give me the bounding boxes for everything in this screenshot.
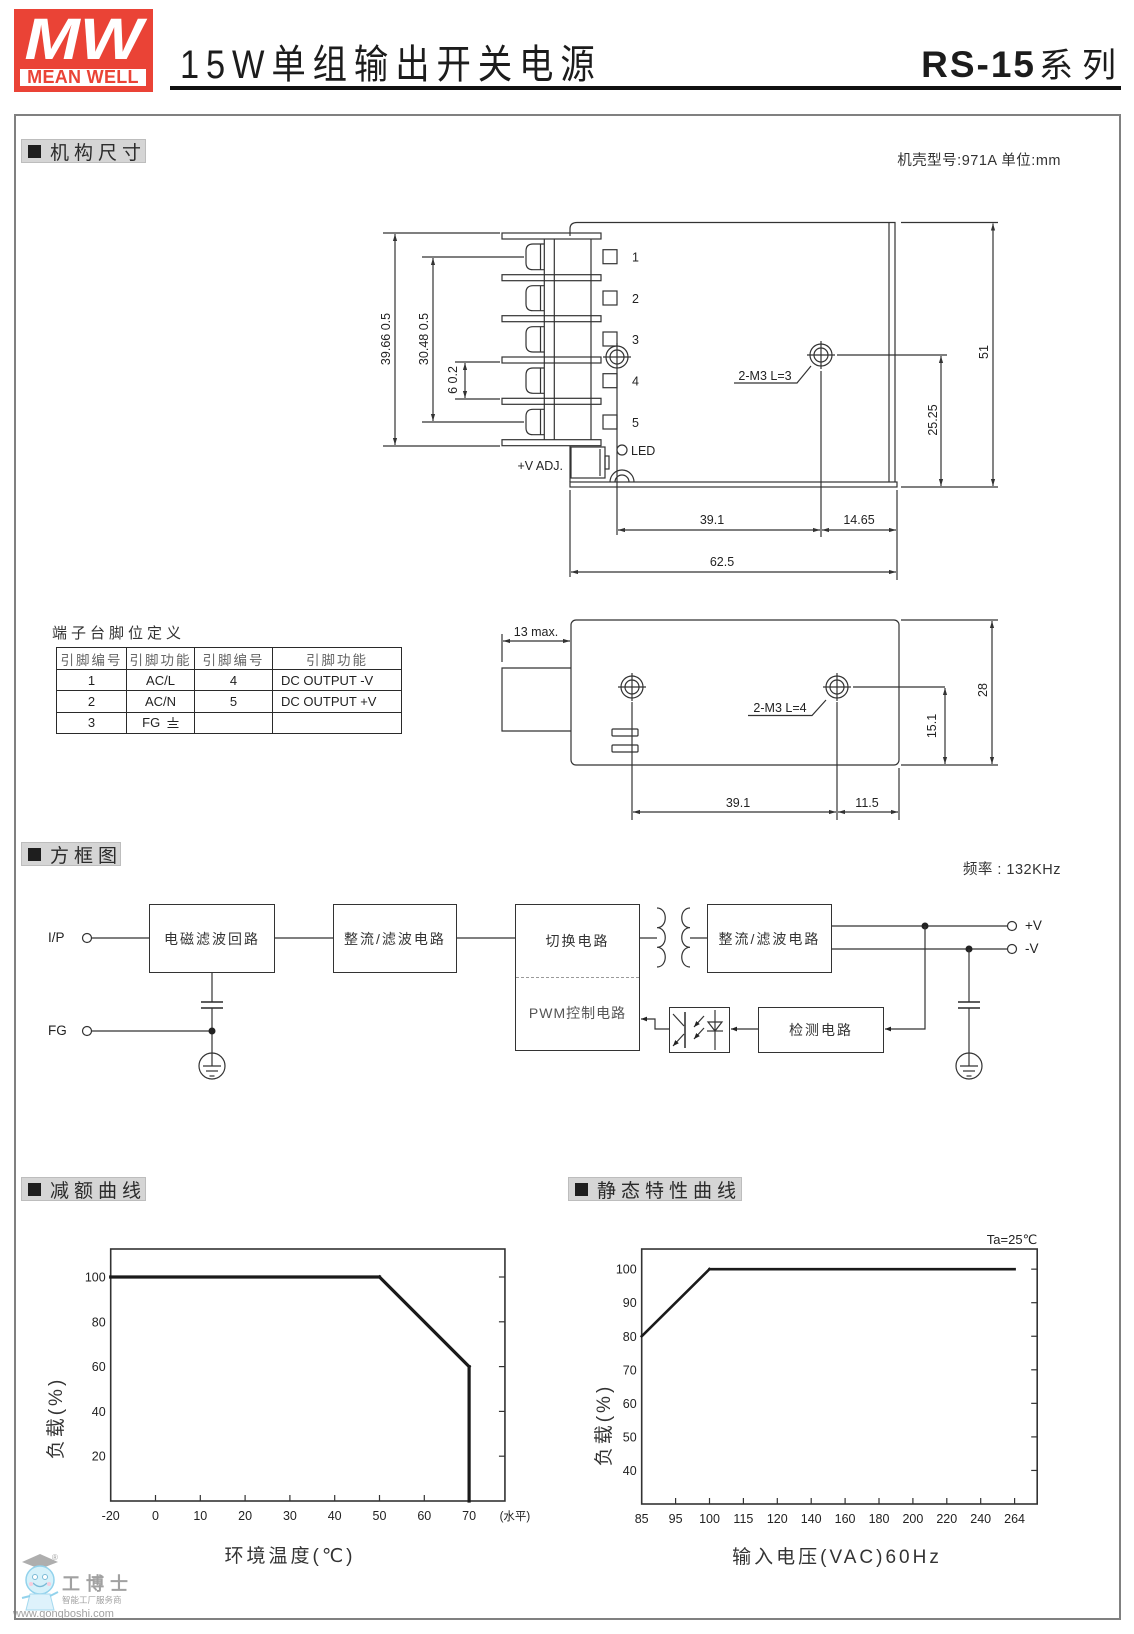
table-row: 3 FG — [56, 711, 402, 734]
header-pin-function: 引脚功能 — [126, 647, 195, 670]
block-pwm-control: PWM控制电路 — [528, 1005, 627, 1021]
cell-pin-function: AC/L — [126, 669, 195, 691]
cell-pin-function — [272, 711, 402, 734]
pin-table-title: 端子台脚位定义 — [52, 625, 186, 642]
pin-definition-table: 引脚编号 引脚功能 引脚编号 引脚功能 1 AC/L 4 DC OUTPUT -… — [56, 647, 402, 734]
logo-mark-icon: MW — [25, 9, 148, 69]
cell-pin-no: 4 — [194, 669, 273, 691]
header-pin-function: 引脚功能 — [272, 647, 402, 670]
block-emi-filter: 电磁滤波回路 — [149, 904, 275, 973]
section-title: 减额曲线 — [50, 1180, 147, 1202]
section-bullet-icon — [28, 1182, 41, 1196]
logo-brand-box: MEAN WELL — [20, 67, 146, 87]
header-rule — [170, 86, 1121, 90]
series-title: RS-15系列 — [921, 46, 1125, 85]
block-switching: 切换电路 — [516, 905, 639, 978]
cell-pin-function-fg: FG — [126, 711, 195, 734]
case-info: 机壳型号:971A 单位:mm — [897, 153, 1061, 169]
cell-pin-no: 2 — [56, 690, 127, 713]
cell-pin-no: 5 — [194, 690, 273, 713]
block-detection: 检测电路 — [758, 1007, 884, 1053]
switching-frequency: 频率 : 132KHz — [962, 862, 1061, 878]
section-bullet-icon — [575, 1182, 588, 1196]
earth-ground-icon — [167, 717, 179, 729]
section-title: 机构尺寸 — [50, 142, 147, 164]
cell-pin-no: 3 — [56, 711, 127, 734]
cell-pin-function: DC OUTPUT +V — [272, 690, 402, 713]
series-model: RS-15 — [921, 44, 1036, 85]
input-label-ip: I/P — [48, 930, 65, 945]
table-row: 2 AC/N 5 DC OUTPUT +V — [56, 690, 402, 713]
input-label-fg: FG — [48, 1023, 67, 1038]
section-bullet-icon — [28, 144, 41, 158]
section-header-block-diagram: 方框图 — [21, 842, 123, 867]
block-output-rectifier: 整流/滤波电路 — [707, 904, 832, 973]
series-suffix: 系列 — [1039, 47, 1125, 85]
section-header-derating: 减额曲线 — [21, 1177, 147, 1202]
output-label-positive: +V — [1025, 918, 1042, 933]
section-header-static: 静态特性曲线 — [568, 1177, 742, 1202]
logo-mark: MW — [25, 9, 148, 69]
cell-pin-no — [194, 711, 273, 734]
cell-pin-function: FG — [142, 715, 161, 731]
logo-brand-text: MEAN WELL — [27, 67, 139, 87]
output-label-negative: -V — [1025, 941, 1039, 956]
section-title: 方框图 — [50, 845, 123, 867]
cell-pin-function: AC/N — [126, 690, 195, 713]
page-frame — [14, 114, 1121, 1620]
cell-pin-no: 1 — [56, 669, 127, 691]
block-input-rectifier: 整流/滤波电路 — [333, 904, 457, 973]
section-title: 静态特性曲线 — [597, 1180, 742, 1202]
table-header-row: 引脚编号 引脚功能 引脚编号 引脚功能 — [56, 647, 402, 670]
section-bullet-icon — [28, 847, 41, 861]
cell-pin-function: DC OUTPUT -V — [272, 669, 402, 691]
mean-well-logo: MW MEAN WELL — [14, 9, 153, 92]
block-optocoupler — [669, 1007, 730, 1053]
header-pin-no: 引脚编号 — [56, 647, 127, 670]
header-pin-no: 引脚编号 — [194, 647, 273, 670]
block-switching-pwm: 切换电路 PWM控制电路 — [515, 904, 640, 1051]
page-title: 15W单组输出开关电源 — [180, 43, 602, 87]
section-header-mechanical: 机构尺寸 — [21, 139, 147, 164]
table-row: 1 AC/L 4 DC OUTPUT -V — [56, 669, 402, 691]
